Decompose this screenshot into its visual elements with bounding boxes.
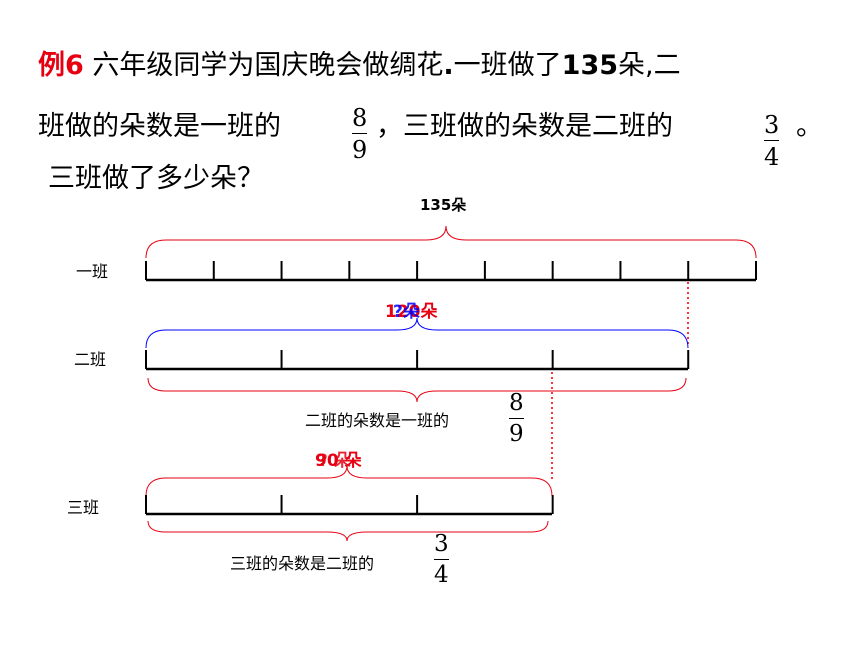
class1-ticks [145,261,757,280]
problem-text-4: 班做的朵数是一班的 [38,111,281,142]
problem-line-2a: 班做的朵数是一班的 [38,113,281,140]
class3-value-question: ? 朵 [318,451,351,471]
problem-text-6: 。 [796,111,823,142]
class2-caption: 二班的朵数是一班的 [305,411,450,430]
example-label: 例6 [38,50,84,81]
problem-text-3: 朵,二 [618,50,681,81]
fraction-bar [352,133,368,134]
class2-name: 二班 [74,350,107,369]
class3-ticks [145,495,554,514]
problem-text-7: 三班做了多少朵？ [48,163,264,194]
problem-period: . [443,50,454,81]
fraction-numerator: 3 [434,531,449,557]
fraction-denominator: 4 [434,562,449,588]
problem-line-1: 例6 六年级同学为国庆晚会做绸花.一班做了135朵,二 [38,52,681,79]
problem-number-135: 135 [561,50,619,81]
fraction-bar [509,418,524,419]
class2-ticks [145,350,690,369]
class3-brace-bottom [147,520,549,542]
fraction-denominator: 9 [352,136,368,164]
problem-fraction-3-4: 3 4 [764,111,780,171]
class2-brace-top [145,317,689,349]
class2-brace-bottom [147,377,687,403]
class2-value-answer: 120朵 [385,302,438,322]
class1-name: 一班 [76,262,109,281]
class2-caption-fraction: 8 9 [509,392,524,446]
class3-name: 三班 [67,498,100,517]
class3-brace-top [145,465,553,497]
total-brace [145,225,757,259]
problem-text-2: 一班做了 [453,50,562,81]
problem-fraction-8-9: 8 9 [352,104,368,164]
class3-value-answer: 90 朵 [315,451,362,471]
fraction-numerator: 3 [764,111,780,139]
class2-value-question: ?朵 [393,302,420,322]
fraction-numerator: 8 [352,104,368,132]
fraction-denominator: 4 [764,143,780,171]
problem-line-2c: 。 [796,113,823,140]
problem-line-2b: ，三班做的朵数是二班的 [376,113,673,140]
fraction-bar [764,140,780,141]
fraction-numerator: 8 [509,390,524,416]
class3-caption-fraction: 3 4 [434,533,449,587]
class3-caption: 三班的朵数是二班的 [230,554,375,573]
problem-text-1: 六年级同学为国庆晚会做绸花 [92,50,444,81]
problem-line-3: 三班做了多少朵？ [48,165,264,192]
fraction-bar [434,559,449,560]
problem-text-5: ，三班做的朵数是二班的 [376,111,673,142]
fraction-denominator: 9 [509,421,524,447]
total-label: 135朵 [420,196,467,214]
